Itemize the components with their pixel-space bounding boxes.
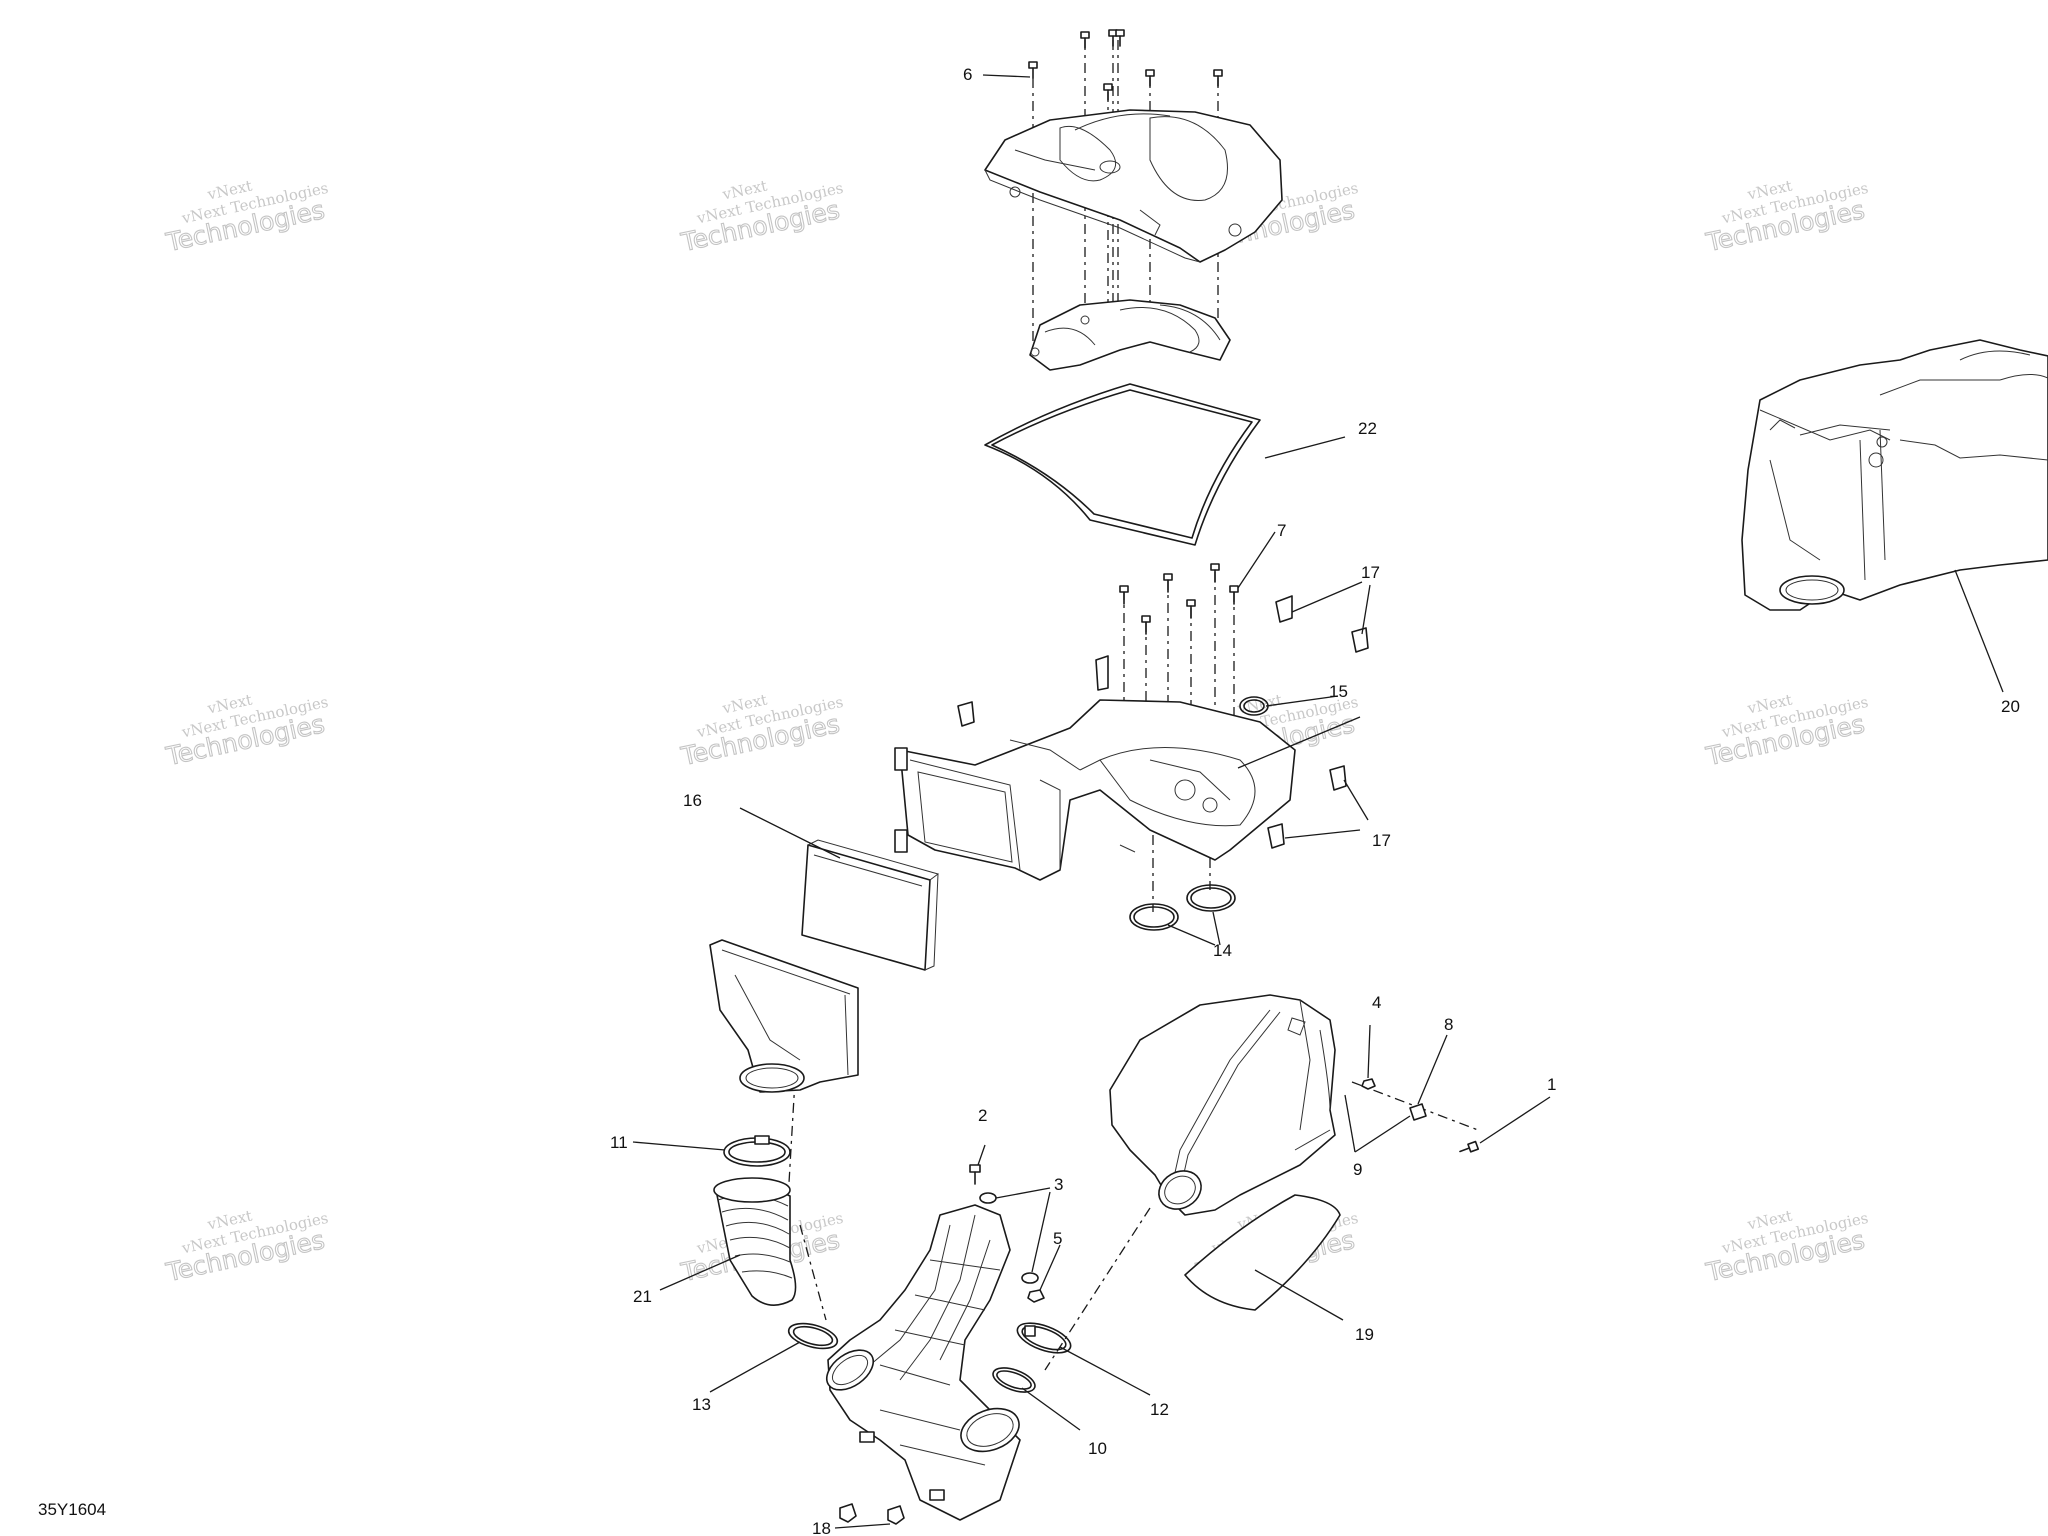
- air-filter: [801, 839, 940, 971]
- callout-20: 20: [2001, 697, 2020, 716]
- lower-air-box: [894, 699, 1296, 881]
- resonator: [1109, 994, 1336, 1216]
- watermark: vNext vNext Technologies Technologies: [162, 691, 329, 772]
- callout-labels: 6 22 7 17 15 17 14 16 11 21 13 2 3 5 4 8…: [610, 65, 2020, 1536]
- callout-8: 8: [1444, 1015, 1453, 1034]
- o-rings: [1129, 884, 1236, 931]
- clamp-11: [723, 1135, 791, 1167]
- watermark: vNext vNext Technologies Technologies: [162, 1207, 329, 1288]
- flexible-coupler: [713, 1177, 797, 1306]
- callout-14: 14: [1213, 941, 1232, 960]
- callout-21: 21: [633, 1287, 652, 1306]
- callout-10: 10: [1088, 1439, 1107, 1458]
- callout-12: 12: [1150, 1400, 1169, 1419]
- filter-housing: [709, 939, 859, 1093]
- retaining-clips: [957, 595, 1369, 849]
- watermark: vNext vNext Technologies Technologies: [1702, 1207, 1869, 1288]
- callout-4: 4: [1372, 993, 1381, 1012]
- air-box-gasket: [984, 383, 1261, 546]
- watermark: vNext vNext Technologies Technologies: [677, 691, 844, 772]
- assembled-air-box-view: [1741, 339, 2048, 611]
- watermark: vNext vNext Technologies Technologies: [1702, 691, 1869, 772]
- fastener-stack: [969, 1164, 1045, 1303]
- upper-inner-duct: [1029, 299, 1231, 371]
- seal-10: [992, 1367, 1036, 1393]
- callout-7: 7: [1277, 521, 1286, 540]
- watermark: vNext vNext Technologies Technologies: [162, 177, 329, 258]
- callout-2: 2: [978, 1106, 987, 1125]
- upper-cover-screws: [1028, 29, 1223, 101]
- clamp-12: [1016, 1322, 1072, 1354]
- leader-lines: [632, 74, 2004, 1529]
- watermark: vNext vNext Technologies Technologies: [1702, 177, 1869, 258]
- watermark-layer: vNext vNext Technologies Technologies vN…: [162, 177, 1869, 1288]
- watermark: vNext vNext Technologies Technologies: [677, 177, 844, 258]
- diagram-reference-code: 35Y1604: [38, 1500, 107, 1519]
- foam-pad: [1184, 1194, 1341, 1311]
- upper-air-box-cover: [984, 109, 1283, 263]
- lower-box-screws: [1119, 563, 1239, 635]
- callout-9: 9: [1353, 1160, 1362, 1179]
- callout-6: 6: [963, 65, 972, 84]
- callout-17-upper: 17: [1361, 563, 1380, 582]
- callout-5: 5: [1053, 1229, 1062, 1248]
- callout-19: 19: [1355, 1325, 1374, 1344]
- clamp-13: [787, 1322, 839, 1350]
- callout-15: 15: [1329, 682, 1348, 701]
- callout-17-lower: 17: [1372, 831, 1391, 850]
- intake-duct: [826, 1204, 1021, 1521]
- callout-16: 16: [683, 791, 702, 810]
- push-rivets: [839, 1503, 905, 1525]
- callout-22: 22: [1358, 419, 1377, 438]
- callout-11: 11: [610, 1133, 628, 1152]
- resonator-mount: [1361, 1078, 1480, 1153]
- callout-13: 13: [692, 1395, 711, 1414]
- callout-3: 3: [1054, 1175, 1063, 1194]
- callout-18: 18: [812, 1519, 831, 1536]
- callout-1: 1: [1547, 1075, 1556, 1094]
